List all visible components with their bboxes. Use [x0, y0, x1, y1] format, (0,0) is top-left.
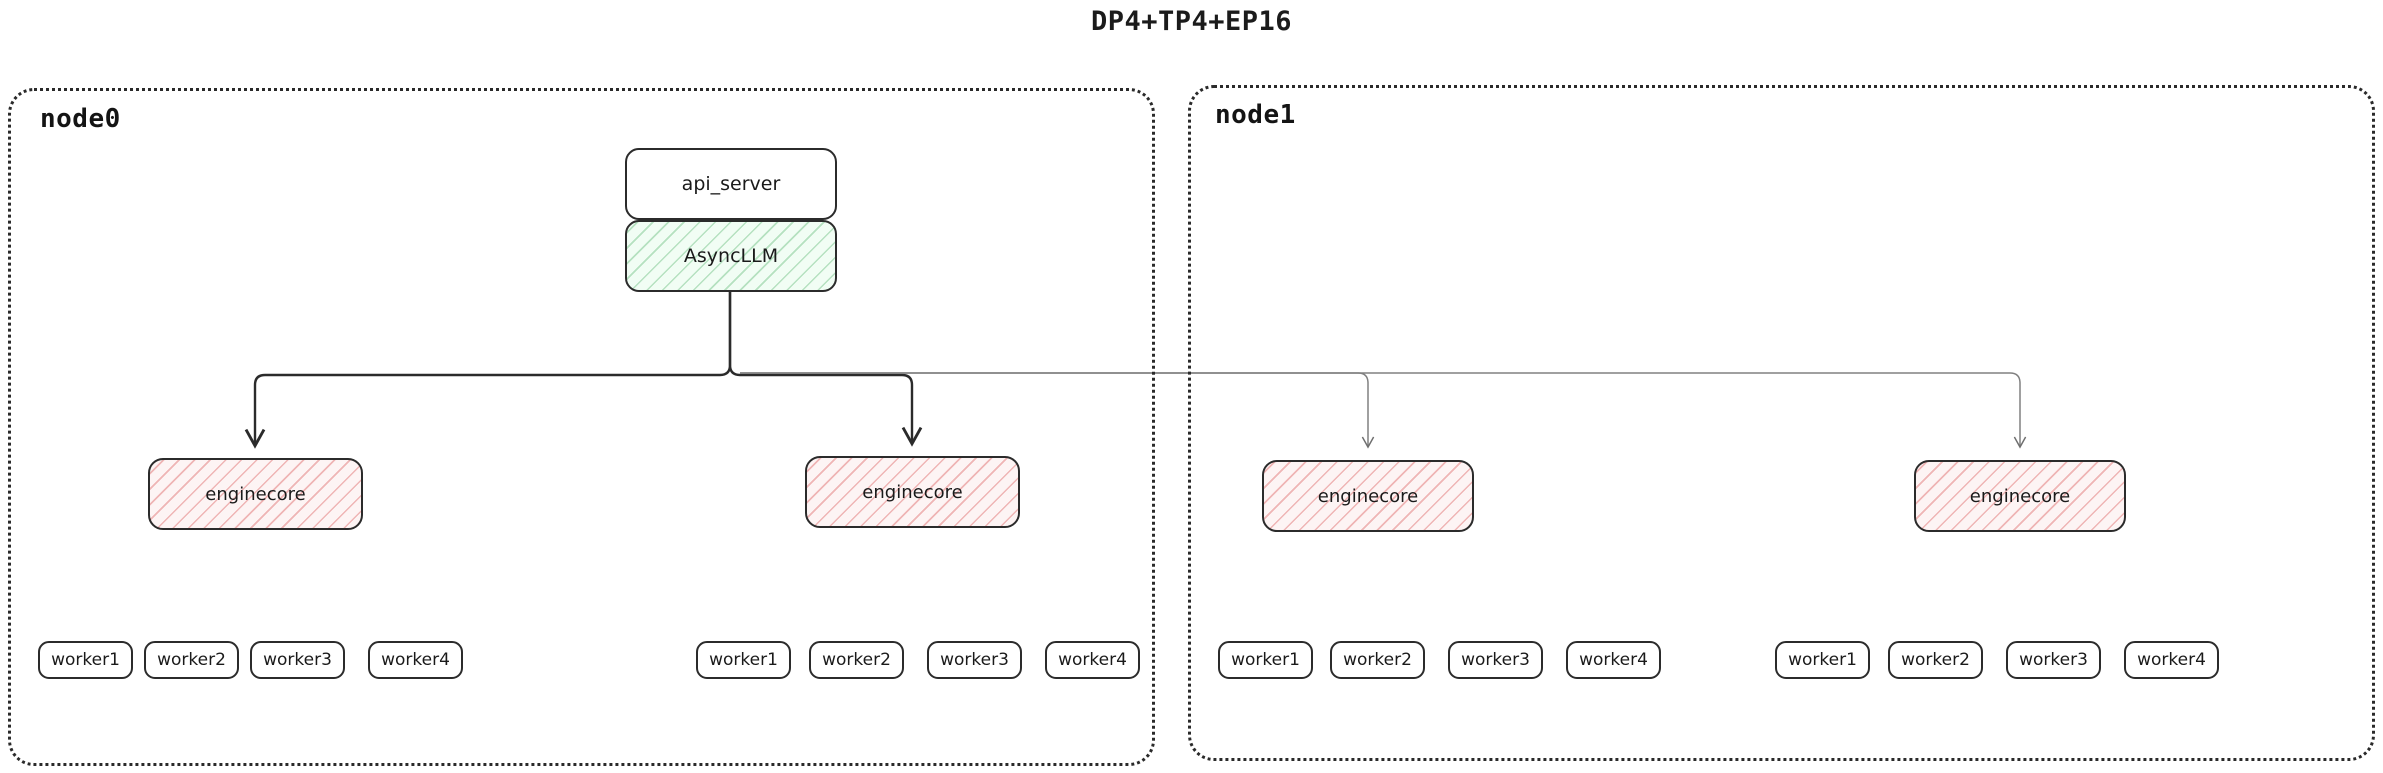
box-worker-node1-g0-2[interactable]: worker3	[1448, 641, 1543, 679]
box-enginecore-node0-1[interactable]: enginecore	[805, 456, 1020, 528]
box-enginecore-node1-0[interactable]: enginecore	[1262, 460, 1474, 532]
box-worker-node0-g1-3[interactable]: worker4	[1045, 641, 1140, 679]
worker-label: worker2	[1343, 650, 1412, 670]
worker-label: worker4	[381, 650, 450, 670]
worker-label: worker3	[263, 650, 332, 670]
node-container-node0	[8, 88, 1155, 766]
box-worker-node1-g0-0[interactable]: worker1	[1218, 641, 1313, 679]
box-enginecore-node1-1[interactable]: enginecore	[1914, 460, 2126, 532]
box-enginecore-label: enginecore	[205, 483, 306, 505]
box-worker-node0-g1-0[interactable]: worker1	[696, 641, 791, 679]
box-worker-node1-g1-0[interactable]: worker1	[1775, 641, 1870, 679]
box-enginecore-node0-0[interactable]: enginecore	[148, 458, 363, 530]
box-enginecore-label: enginecore	[1317, 485, 1419, 507]
box-api-server-label: api_server	[681, 173, 781, 195]
worker-label: worker1	[51, 650, 120, 670]
box-enginecore-label: enginecore	[1969, 485, 2071, 507]
box-worker-node1-g1-1[interactable]: worker2	[1888, 641, 1983, 679]
worker-label: worker4	[1058, 650, 1127, 670]
worker-label: worker4	[2137, 650, 2206, 670]
node-container-node1	[1188, 85, 2375, 761]
node-label-node0: node0	[40, 104, 121, 134]
box-worker-node0-g0-1[interactable]: worker2	[144, 641, 239, 679]
box-worker-node0-g1-2[interactable]: worker3	[927, 641, 1022, 679]
worker-label: worker1	[709, 650, 778, 670]
box-worker-node1-g1-2[interactable]: worker3	[2006, 641, 2101, 679]
worker-label: worker1	[1231, 650, 1300, 670]
worker-label: worker2	[157, 650, 226, 670]
box-worker-node0-g0-0[interactable]: worker1	[38, 641, 133, 679]
worker-label: worker1	[1788, 650, 1857, 670]
box-worker-node0-g0-2[interactable]: worker3	[250, 641, 345, 679]
worker-label: worker4	[1579, 650, 1648, 670]
box-worker-node1-g0-1[interactable]: worker2	[1330, 641, 1425, 679]
box-worker-node1-g1-3[interactable]: worker4	[2124, 641, 2219, 679]
box-worker-node1-g0-3[interactable]: worker4	[1566, 641, 1661, 679]
box-api-server[interactable]: api_server	[625, 148, 837, 220]
node-label-node1: node1	[1215, 100, 1296, 130]
box-async-llm-label: AsyncLLM	[683, 245, 779, 267]
box-async-llm[interactable]: AsyncLLM	[625, 220, 837, 292]
worker-label: worker3	[940, 650, 1009, 670]
box-enginecore-label: enginecore	[862, 481, 963, 503]
box-worker-node0-g0-3[interactable]: worker4	[368, 641, 463, 679]
worker-label: worker2	[1901, 650, 1970, 670]
worker-label: worker3	[2019, 650, 2088, 670]
worker-label: worker2	[822, 650, 891, 670]
worker-label: worker3	[1461, 650, 1530, 670]
box-worker-node0-g1-1[interactable]: worker2	[809, 641, 904, 679]
page-title: DP4+TP4+EP16	[1090, 6, 1293, 37]
